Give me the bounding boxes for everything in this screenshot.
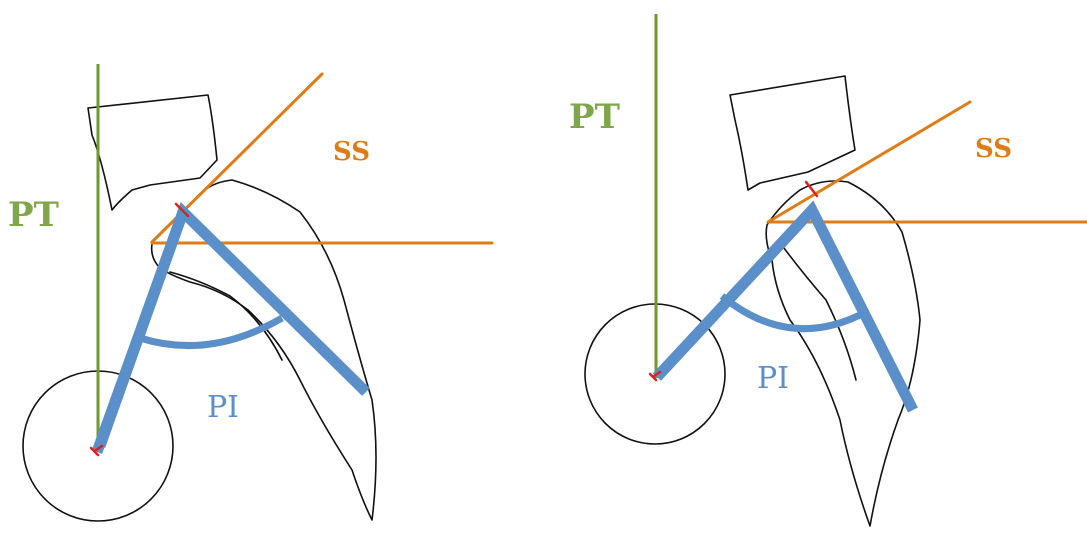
pt-label-right: PT [569,97,620,137]
sacrum-outline-left [150,179,377,521]
ss-slope-line-right [766,100,972,224]
pi-arc-left [138,314,284,349]
vertebra-outline-left [87,94,218,211]
pi-label-left: PI [207,390,239,425]
diagram-left: PT SS PI [8,64,494,522]
sacral-endplate-marker-right [804,180,819,198]
ss-label-left: SS [333,137,370,167]
ss-label-right: SS [975,134,1012,164]
vertebra-outline-right [729,75,856,191]
sacrum-inner-left [169,271,283,361]
hip-axis-marker-right [648,370,662,382]
diagram-right: PT SS PI [569,14,1087,527]
pi-arc-right [719,293,868,333]
sacrum-inner-right [777,239,857,381]
sacral-endplate-marker-left [174,202,190,218]
pi-lines-right [652,200,918,413]
pi-label-right: PI [757,361,789,396]
hip-axis-marker-left [89,444,104,457]
pt-label-left: PT [8,195,59,235]
pi-perpendicular-left [94,210,189,448]
